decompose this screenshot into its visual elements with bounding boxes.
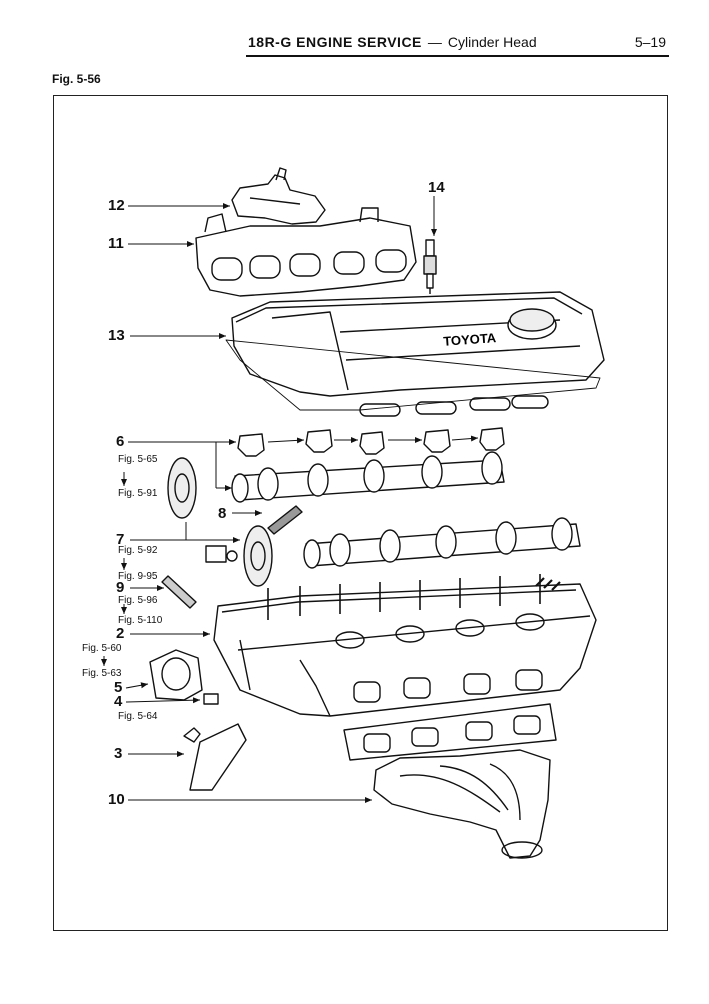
intake-camshaft bbox=[205, 517, 581, 587]
fig-ref-5-110: Fig. 5-110 bbox=[118, 615, 163, 626]
section-title: 18R-G ENGINE SERVICE bbox=[248, 34, 422, 50]
cam-cover bbox=[225, 291, 605, 417]
exhaust-manifold-gasket bbox=[343, 703, 557, 761]
callout-4: 4 bbox=[114, 693, 123, 710]
chain-damper bbox=[267, 505, 303, 535]
spark-plug bbox=[423, 239, 437, 294]
cylinder-head bbox=[213, 574, 597, 717]
callout-7: 7 bbox=[116, 531, 125, 548]
head-end-cover bbox=[149, 649, 203, 701]
header-separator: — bbox=[427, 34, 442, 50]
valve-assembly bbox=[161, 575, 197, 609]
callout-8: 8 bbox=[218, 505, 227, 522]
camshaft-bearing-caps bbox=[237, 427, 505, 457]
intake-manifold-top-part bbox=[231, 167, 326, 225]
figure-label: Fig. 5-56 bbox=[52, 72, 101, 86]
fig-ref-9-95: Fig. 9-95 bbox=[118, 571, 158, 582]
union-fitting bbox=[203, 693, 219, 705]
callout-6: 6 bbox=[116, 433, 125, 450]
header-rule bbox=[246, 55, 669, 57]
page-header: 18R-G ENGINE SERVICE — Cylinder Head 5–19 bbox=[248, 34, 668, 54]
engine-hanger bbox=[183, 723, 247, 791]
callout-leaders bbox=[101, 196, 479, 803]
callout-10: 10 bbox=[108, 791, 125, 808]
cover-lettering: TOYOTA bbox=[443, 330, 497, 349]
exhaust-camshaft bbox=[167, 451, 505, 519]
fig-ref-5-64: Fig. 5-64 bbox=[118, 711, 158, 722]
fig-ref-5-96: Fig. 5-96 bbox=[118, 595, 158, 606]
fig-ref-5-92: Fig. 5-92 bbox=[118, 545, 158, 556]
callout-11: 11 bbox=[108, 235, 124, 252]
callout-5: 5 bbox=[114, 679, 123, 696]
fig-ref-5-91: Fig. 5-91 bbox=[118, 488, 158, 499]
intake-manifold-flange bbox=[195, 207, 417, 297]
callout-9: 9 bbox=[116, 579, 125, 596]
callout-14: 14 bbox=[428, 179, 445, 196]
fig-ref-5-63: Fig. 5-63 bbox=[82, 668, 122, 679]
fig-ref-5-65: Fig. 5-65 bbox=[118, 454, 158, 465]
subsection-title: Cylinder Head bbox=[447, 34, 537, 50]
exhaust-manifold bbox=[373, 749, 551, 859]
callout-13: 13 bbox=[108, 327, 125, 344]
callout-12: 12 bbox=[108, 197, 125, 214]
callout-3: 3 bbox=[114, 745, 123, 762]
callout-2: 2 bbox=[116, 625, 125, 642]
fig-ref-5-60: Fig. 5-60 bbox=[82, 643, 122, 654]
figure-frame bbox=[53, 95, 668, 931]
page-number: 5–19 bbox=[634, 34, 666, 50]
